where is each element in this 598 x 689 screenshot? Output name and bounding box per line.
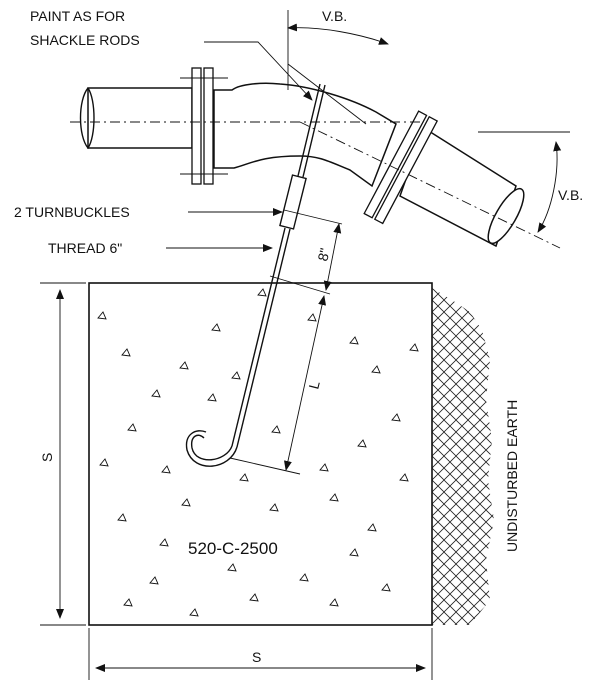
label-vb-right: V.B.: [558, 187, 583, 203]
label-turnbuckles: 2 TURNBUCKLES: [14, 204, 130, 220]
pipe-bend: [213, 82, 397, 188]
dim-ext-top: [283, 209, 343, 225]
label-paint-line1: PAINT AS FOR: [30, 8, 125, 24]
dim-ext-mid: [269, 275, 331, 295]
label-vb-top: V.B.: [322, 8, 347, 24]
concrete-block: [88, 282, 433, 626]
label-dim-s-left: S: [39, 453, 55, 462]
centerline-offset: [287, 63, 367, 125]
dim-L-line: [284, 295, 326, 471]
label-thread: THREAD 6": [48, 240, 122, 256]
label-concrete-spec: 520-C-2500: [188, 539, 278, 558]
label-dim-8: 8": [314, 246, 333, 262]
flange-left: [180, 67, 228, 185]
concrete-aggregate: [97, 288, 419, 617]
earth-hatch: [432, 288, 494, 625]
pipe-right-end: [487, 187, 525, 245]
label-earth: UNDISTURBED EARTH: [504, 400, 520, 552]
dim-ext-bot: [229, 457, 301, 475]
flange-right: [363, 110, 439, 225]
centerline-angled: [299, 121, 561, 249]
label-dim-L: L: [305, 379, 322, 391]
dim-8-line: [323, 223, 342, 291]
leader-paint: [204, 41, 313, 101]
vb-top-arc: [287, 23, 389, 45]
shackle-rod: [185, 83, 326, 467]
pipe-left: [79, 87, 193, 150]
vb-right-arc: [537, 141, 562, 233]
label-dim-s-bottom: S: [252, 649, 261, 665]
label-paint-line2: SHACKLE RODS: [30, 32, 140, 48]
